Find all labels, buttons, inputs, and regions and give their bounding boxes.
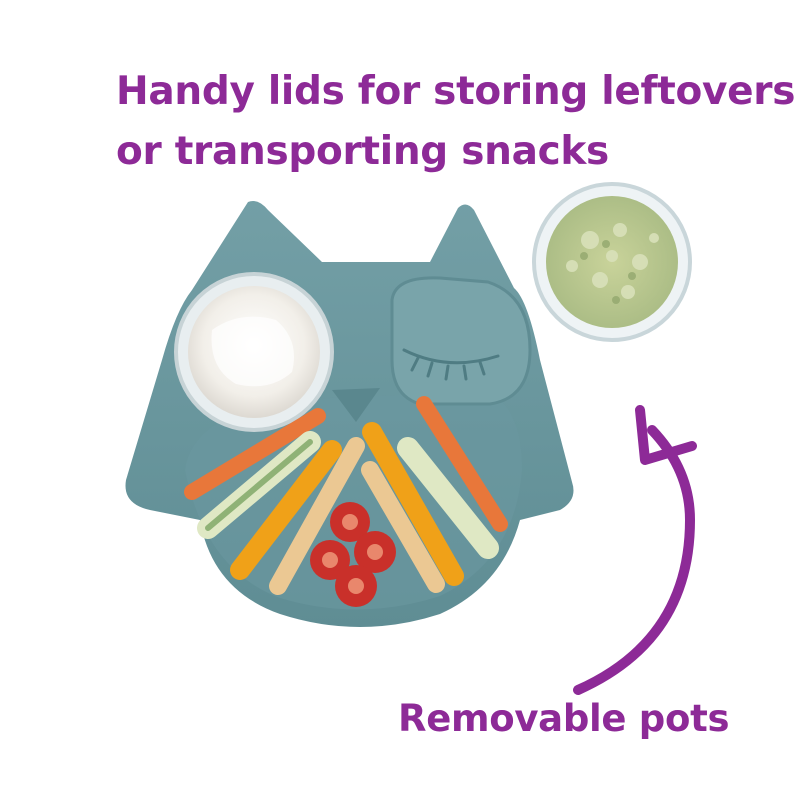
headline-line-2: or transporting snacks <box>116 129 609 174</box>
headline-line-1: Handy lids for storing leftovers <box>116 69 796 114</box>
cherry-tomatoes <box>310 502 396 607</box>
yogurt-pot <box>174 272 334 432</box>
owl-eye-compartment <box>390 276 532 406</box>
closed-eye-icon <box>402 348 500 381</box>
headline: Handy lids for storing leftovers or tran… <box>116 62 796 182</box>
curved-arrow-icon <box>573 405 697 695</box>
removable-pot <box>532 182 692 342</box>
owl-beak <box>332 388 380 422</box>
snacks <box>184 396 508 595</box>
removable-pots-caption: Removable pots <box>398 697 730 740</box>
